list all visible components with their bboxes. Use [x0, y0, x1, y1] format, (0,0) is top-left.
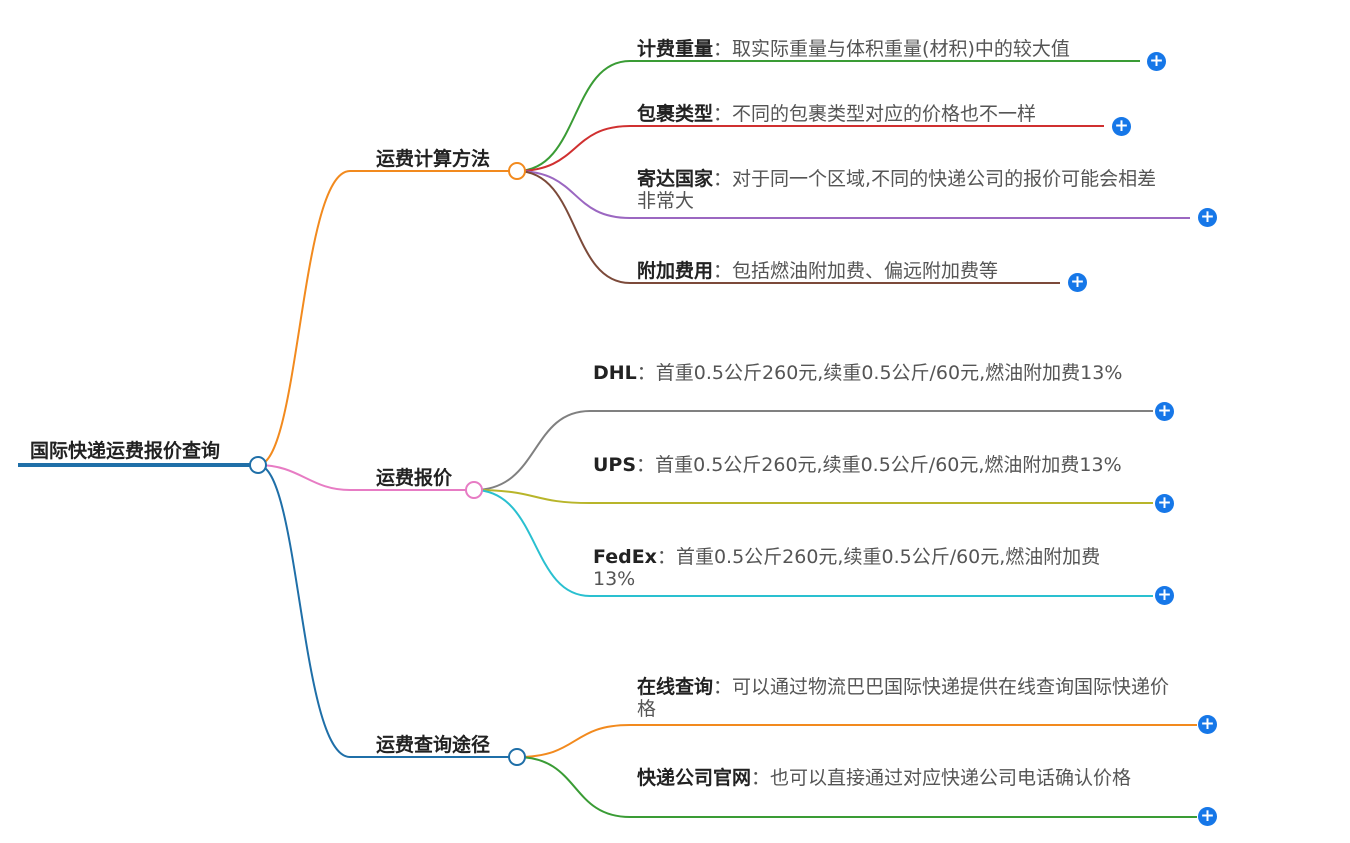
leaf-separator: ：	[636, 454, 656, 476]
leaf-title: 在线查询	[637, 676, 714, 698]
branch-1-label: 运费计算方法	[376, 148, 491, 170]
leaf-title: 寄达国家	[637, 168, 714, 190]
link-root-branch-3	[257, 464, 517, 758]
expand-plus-icon[interactable]: +	[1147, 52, 1166, 71]
leaf-courier-website[interactable]: 快递公司官网：也可以直接通过对应快递公司电话确认价格	[637, 767, 1182, 789]
leaf-separator: ：	[751, 767, 771, 789]
leaf-billing-weight[interactable]: 计费重量：取实际重量与体积重量(材积)中的较大值	[637, 38, 1157, 60]
leaf-description: 首重0.5公斤260元,续重0.5公斤/60元,燃油附加费13%	[593, 546, 1101, 590]
leaf-separator: ：	[713, 676, 733, 698]
leaf-ups[interactable]: UPS：首重0.5公斤260元,续重0.5公斤/60元,燃油附加费13%	[593, 454, 1133, 476]
leaf-description: 首重0.5公斤260元,续重0.5公斤/60元,燃油附加费13%	[655, 454, 1122, 476]
leaf-description: 也可以直接通过对应快递公司电话确认价格	[770, 767, 1132, 789]
link-root-branch-1	[257, 170, 517, 466]
link-b1-leaf-1	[516, 60, 1140, 172]
leaf-description: 不同的包裹类型对应的价格也不一样	[732, 103, 1037, 125]
expand-plus-icon[interactable]: +	[1198, 208, 1217, 227]
leaf-destination-country[interactable]: 寄达国家：对于同一个区域,不同的快递公司的报价可能会相差非常大	[637, 168, 1172, 212]
leaf-title: 包裹类型	[637, 103, 714, 125]
leaf-separator: ：	[656, 546, 676, 568]
branch-2-topic[interactable]: 运费报价	[376, 467, 452, 489]
leaf-description: 可以通过物流巴巴国际快递提供在线查询国际快递价格	[637, 676, 1170, 720]
expand-plus-icon[interactable]: +	[1112, 117, 1131, 136]
link-b2-leaf-3	[473, 489, 1153, 597]
leaf-separator: ：	[713, 168, 733, 190]
branch-1-topic[interactable]: 运费计算方法	[376, 148, 490, 170]
leaf-separator: ：	[713, 103, 733, 125]
leaf-separator: ：	[636, 362, 656, 384]
leaf-package-type[interactable]: 包裹类型：不同的包裹类型对应的价格也不一样	[637, 103, 1117, 125]
link-b3-leaf-1	[516, 724, 1197, 758]
branch-2-label: 运费报价	[376, 467, 453, 489]
leaf-title: UPS	[593, 454, 637, 476]
leaf-description: 包括燃油附加费、偏远附加费等	[732, 260, 999, 282]
leaf-title: DHL	[593, 362, 637, 384]
leaf-online-query[interactable]: 在线查询：可以通过物流巴巴国际快递提供在线查询国际快递价格	[637, 676, 1182, 720]
leaf-title: FedEx	[593, 546, 657, 568]
expand-plus-icon[interactable]: +	[1198, 715, 1217, 734]
expand-plus-icon[interactable]: +	[1155, 402, 1174, 421]
leaf-fedex[interactable]: FedEx：首重0.5公斤260元,续重0.5公斤/60元,燃油附加费13%	[593, 546, 1133, 590]
link-b2-leaf-2	[473, 489, 1153, 504]
root-collapse-circle[interactable]	[249, 456, 267, 474]
leaf-title: 计费重量	[637, 38, 714, 60]
leaf-dhl[interactable]: DHL：首重0.5公斤260元,续重0.5公斤/60元,燃油附加费13%	[593, 362, 1133, 384]
leaf-title: 附加费用	[637, 260, 714, 282]
expand-plus-icon[interactable]: +	[1198, 807, 1217, 826]
leaf-description: 首重0.5公斤260元,续重0.5公斤/60元,燃油附加费13%	[655, 362, 1123, 384]
leaf-description: 对于同一个区域,不同的快递公司的报价可能会相差非常大	[637, 168, 1157, 212]
branch-3-collapse-circle[interactable]	[508, 748, 526, 766]
expand-plus-icon[interactable]: +	[1068, 273, 1087, 292]
branch-3-label: 运费查询途径	[376, 734, 491, 756]
branch-2-collapse-circle[interactable]	[465, 481, 483, 499]
link-root-branch-2	[257, 464, 474, 491]
expand-plus-icon[interactable]: +	[1155, 586, 1174, 605]
link-b1-leaf-3	[516, 170, 1190, 219]
branch-3-topic[interactable]: 运费查询途径	[376, 734, 490, 756]
leaf-surcharges[interactable]: 附加费用：包括燃油附加费、偏远附加费等	[637, 260, 1067, 282]
link-b1-leaf-4	[516, 170, 1060, 284]
leaf-separator: ：	[713, 38, 733, 60]
leaf-title: 快递公司官网	[637, 767, 752, 789]
leaf-separator: ：	[713, 260, 733, 282]
link-b2-leaf-1	[473, 410, 1153, 491]
leaf-description: 取实际重量与体积重量(材积)中的较大值	[732, 38, 1070, 60]
root-label: 国际快递运费报价查询	[30, 440, 221, 462]
expand-plus-icon[interactable]: +	[1155, 494, 1174, 513]
link-b1-leaf-2	[516, 125, 1104, 172]
branch-1-collapse-circle[interactable]	[508, 162, 526, 180]
root-topic[interactable]: 国际快递运费报价查询	[30, 440, 220, 462]
link-b3-leaf-2	[516, 756, 1197, 818]
